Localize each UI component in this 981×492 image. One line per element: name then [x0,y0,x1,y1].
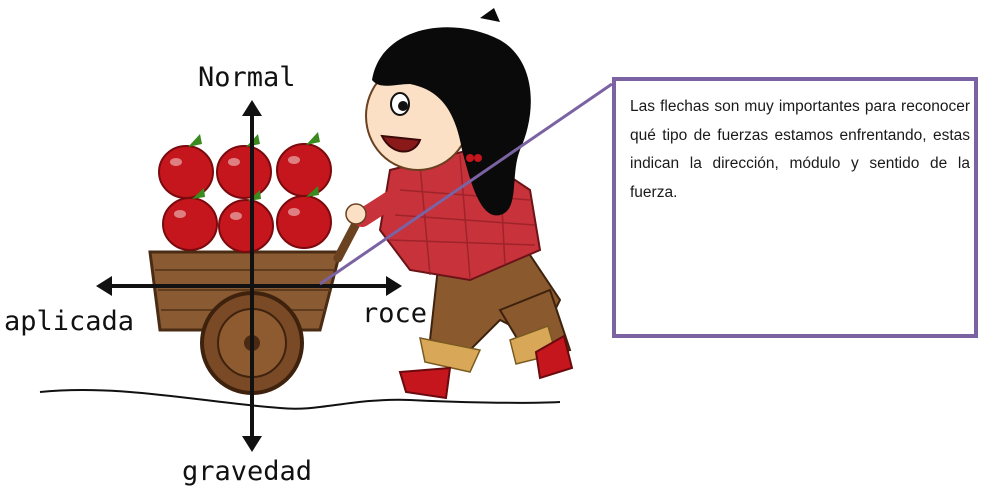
callout-pointer [319,82,613,286]
normal-label: Normal [198,62,296,93]
callout-box: Las flechas son muy importantes para rec… [612,77,978,338]
girl-character [345,8,574,400]
ground-line [39,388,561,410]
cart [148,215,363,395]
applied-label: aplicada [4,306,135,337]
force-arrows [96,100,402,452]
gravity-label: gravedad [182,456,313,487]
apples [158,132,332,253]
callout-text: Las flechas son muy importantes para rec… [630,98,970,201]
friction-label: roce [362,298,428,329]
